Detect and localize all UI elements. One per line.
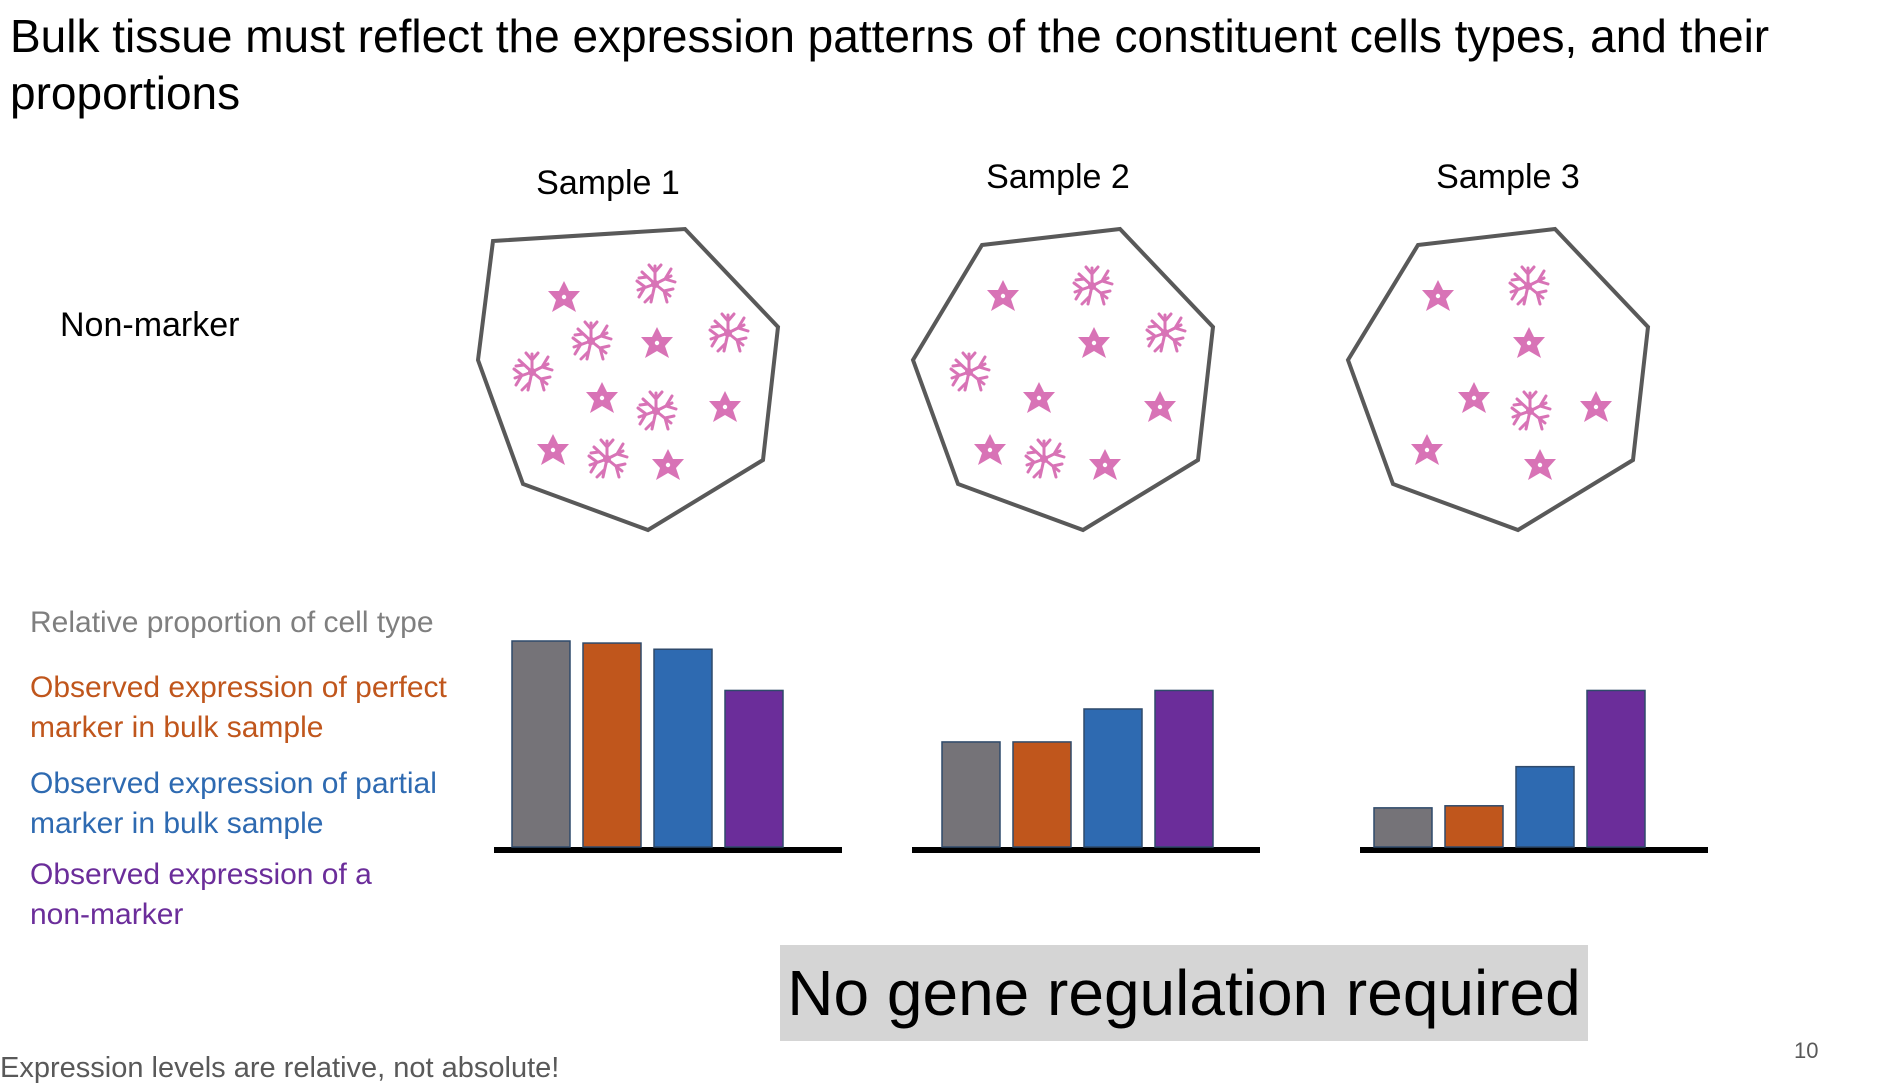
- star-cell: [1513, 327, 1545, 358]
- star-cell: [1144, 391, 1176, 422]
- sample-3-label: Sample 3: [1436, 158, 1580, 196]
- neuron-cell: [949, 351, 991, 392]
- neuron-cell: [512, 351, 554, 392]
- sample-2-cells: [949, 265, 1187, 480]
- star-cell: [586, 382, 618, 413]
- neuron-cell: [1508, 265, 1550, 306]
- neuron-cell: [1145, 312, 1187, 353]
- bar-sample-2-series-1: [941, 741, 1001, 848]
- neuron-cell: [708, 312, 750, 353]
- star-cell: [548, 281, 580, 312]
- neuron-cell: [1072, 265, 1114, 306]
- legend-partial-marker: Observed expression of partial marker in…: [30, 767, 437, 840]
- bar-sample-1-series-1: [511, 640, 571, 848]
- star-cell: [537, 434, 569, 465]
- conclusion-text: No gene regulation required: [787, 957, 1581, 1029]
- bar-sample-1-series-2: [582, 642, 642, 848]
- star-cell: [652, 449, 684, 480]
- tissue-sample-2: [910, 226, 1216, 533]
- sample-3-cells: [1411, 265, 1612, 480]
- neuron-cell: [1024, 438, 1066, 479]
- star-cell: [1580, 391, 1612, 422]
- star-cell: [1023, 382, 1055, 413]
- star-cell: [974, 434, 1006, 465]
- sample-1-cells: [512, 263, 750, 480]
- conclusion-banner: No gene regulation required: [780, 945, 1588, 1041]
- bar-sample-3-series-2: [1444, 805, 1504, 848]
- bar-sample-2-series-2: [1012, 741, 1072, 848]
- page-number: 10: [1794, 1038, 1819, 1063]
- neuron-cell: [636, 390, 678, 431]
- tissue-sample-3: [1345, 226, 1651, 533]
- star-cell: [1411, 434, 1443, 465]
- bar-sample-1-series-4: [724, 689, 784, 848]
- bar-sample-3-series-4: [1586, 689, 1646, 848]
- bar-sample-2-series-4: [1154, 689, 1214, 848]
- footnote: Expression levels are relative, not abso…: [0, 1052, 560, 1084]
- legend-perfect-marker: Observed expression of perfect marker in…: [30, 671, 447, 744]
- legend-proportion: Relative proportion of cell type: [30, 606, 434, 639]
- neuron-cell: [587, 438, 629, 479]
- bar-sample-1-series-3: [653, 648, 713, 848]
- star-cell: [1524, 449, 1556, 480]
- star-cell: [1089, 449, 1121, 480]
- tissue-sample-1: [475, 226, 781, 533]
- star-cell: [641, 327, 673, 358]
- bar-sample-3-series-3: [1515, 765, 1575, 848]
- star-cell: [987, 280, 1019, 311]
- sample-1-label: Sample 1: [536, 164, 680, 202]
- non-marker-label: Non-marker: [60, 306, 240, 344]
- star-cell: [709, 391, 741, 422]
- sample-2-label: Sample 2: [986, 158, 1130, 196]
- bar-sample-3-series-1: [1373, 807, 1433, 848]
- neuron-cell: [1510, 390, 1552, 431]
- bar-sample-2-series-3: [1083, 708, 1143, 848]
- neuron-cell: [571, 320, 613, 361]
- star-cell: [1078, 327, 1110, 358]
- star-cell: [1422, 280, 1454, 311]
- slide-title: Bulk tissue must reflect the expression …: [10, 10, 1770, 119]
- bar-charts: [494, 640, 1708, 853]
- star-cell: [1458, 382, 1490, 413]
- neuron-cell: [635, 263, 677, 304]
- legend-non-marker: Observed expression of a non-marker: [30, 858, 372, 931]
